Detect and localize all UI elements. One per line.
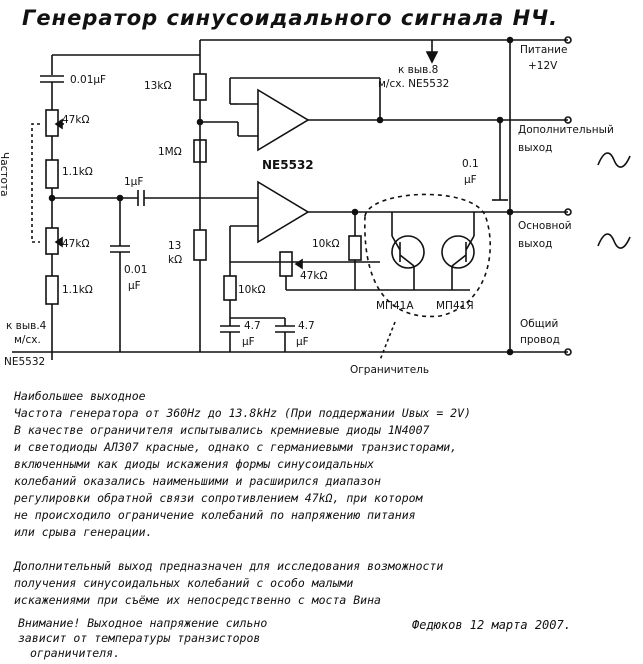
trimmer-47k: [279, 251, 293, 277]
warning-line: Внимание! Выходное напряжение сильно: [18, 616, 268, 630]
note-line: [14, 541, 634, 558]
arrow-icon: [425, 51, 439, 64]
note-line: Дополнительный выход предназначен для ис…: [14, 559, 444, 573]
label-r-47k-trim: 47kΩ: [300, 270, 328, 282]
label-main-out-1: Основной: [518, 220, 572, 232]
note-line: Частота генератора от 360Hz до 13.8kHz (…: [14, 406, 471, 420]
transistor-mp41a: [391, 235, 425, 269]
note-line: регулировки обратной связи сопротивление…: [14, 491, 423, 505]
label-aux-out-2: выход: [518, 142, 553, 154]
label-pin4: к выв.4: [6, 320, 47, 332]
opamp-lower: [257, 180, 310, 244]
label-pin4-chip: м/сх.: [14, 334, 41, 346]
label-common-2: провод: [520, 334, 560, 346]
note-line: искажениями при съёме их непосредственно…: [14, 593, 381, 607]
note-line: колебаний оказались наименьшими и расшир…: [14, 474, 381, 488]
warning-line: ограничителя.: [30, 646, 121, 660]
label-q1: МП41А: [376, 300, 414, 312]
warning-line: зависит от температуры транзисторов: [18, 631, 261, 645]
note-line: получения синусоидальных колебаний с осо…: [14, 576, 354, 590]
page-title: Генератор синусоидального сигнала НЧ.: [22, 6, 559, 30]
resistor-1-1k-a: [45, 159, 59, 189]
notes-block: Наибольшее выходное Частота генератора о…: [14, 388, 634, 609]
label-q2: МП41Я: [436, 300, 474, 312]
sine-wave-icon: [597, 233, 631, 249]
transistor-mp41ya: [441, 235, 475, 269]
label-chip: NE5532: [262, 158, 314, 172]
resistor-10k-b: [223, 275, 237, 301]
label-c1: 0.01μF: [70, 74, 107, 86]
label-r-1-1k-b: 1.1kΩ: [62, 284, 93, 296]
label-c-47a-unit: μF: [242, 336, 255, 348]
label-chip2: NE5532: [4, 356, 46, 368]
limiter-outline: [364, 193, 492, 318]
terminal-ground: [564, 348, 572, 356]
label-c-47b: 4.7: [298, 320, 315, 332]
label-r-13k: 13kΩ: [144, 80, 172, 92]
label-c-47a: 4.7: [244, 320, 261, 332]
ganged-pot-link: [31, 123, 40, 243]
note-line: и светодиоды АЛ307 красные, однако с гер…: [14, 440, 458, 454]
label-pin8-chip: м/сх. NE5532: [378, 78, 450, 90]
note-line: или срыва генерации.: [14, 525, 153, 539]
label-c-001: 0.01: [124, 264, 148, 276]
label-r-47k-b: 47kΩ: [62, 238, 90, 250]
note-line: В качестве ограничителя испытывались кре…: [14, 423, 430, 437]
label-aux-out-1: Дополнительный: [518, 124, 614, 136]
terminal-power: [564, 36, 572, 44]
label-c-47b-unit: μF: [296, 336, 309, 348]
label-pin8: к выв.8: [398, 64, 439, 76]
label-r-13-a: 13: [168, 240, 182, 252]
sine-wave-icon: [597, 152, 631, 168]
resistor-1-1k-b: [45, 275, 59, 305]
terminal-main: [564, 208, 572, 216]
note-line: не происходило ограничение колебаний по …: [14, 508, 416, 522]
resistor-1m: [193, 139, 207, 163]
label-r-10k-b: 10kΩ: [238, 284, 266, 296]
label-main-out-2: выход: [518, 238, 553, 250]
label-power: Питание: [520, 44, 568, 56]
label-c-1u: 1μF: [124, 176, 144, 188]
note-line: Наибольшее выходное: [14, 389, 146, 403]
label-common-1: Общий: [520, 318, 559, 330]
label-r-13-b: kΩ: [168, 254, 183, 266]
label-r-1m: 1MΩ: [158, 146, 182, 158]
label-limiter: Ограничитель: [350, 364, 430, 376]
signature: Федюков 12 марта 2007.: [412, 618, 571, 632]
label-r-10k-a: 10kΩ: [312, 238, 340, 250]
label-freq: Частота: [0, 152, 10, 197]
warning-block: Внимание! Выходное напряжение сильно зав…: [18, 616, 267, 661]
opamp-upper: [257, 88, 310, 152]
terminal-aux: [564, 116, 572, 124]
label-c-01u-unit: μF: [464, 174, 477, 186]
label-c-001-unit: μF: [128, 280, 141, 292]
resistor-13k-bottom: [193, 229, 207, 261]
note-line: включенными как диоды искажения формы си…: [14, 457, 375, 471]
label-power-v: +12V: [528, 60, 558, 72]
label-r-47k-a: 47kΩ: [62, 114, 90, 126]
resistor-10k-a: [348, 235, 362, 261]
resistor-13k-top: [193, 73, 207, 101]
label-c-01u: 0.1: [462, 158, 479, 170]
label-r-1-1k-a: 1.1kΩ: [62, 166, 93, 178]
